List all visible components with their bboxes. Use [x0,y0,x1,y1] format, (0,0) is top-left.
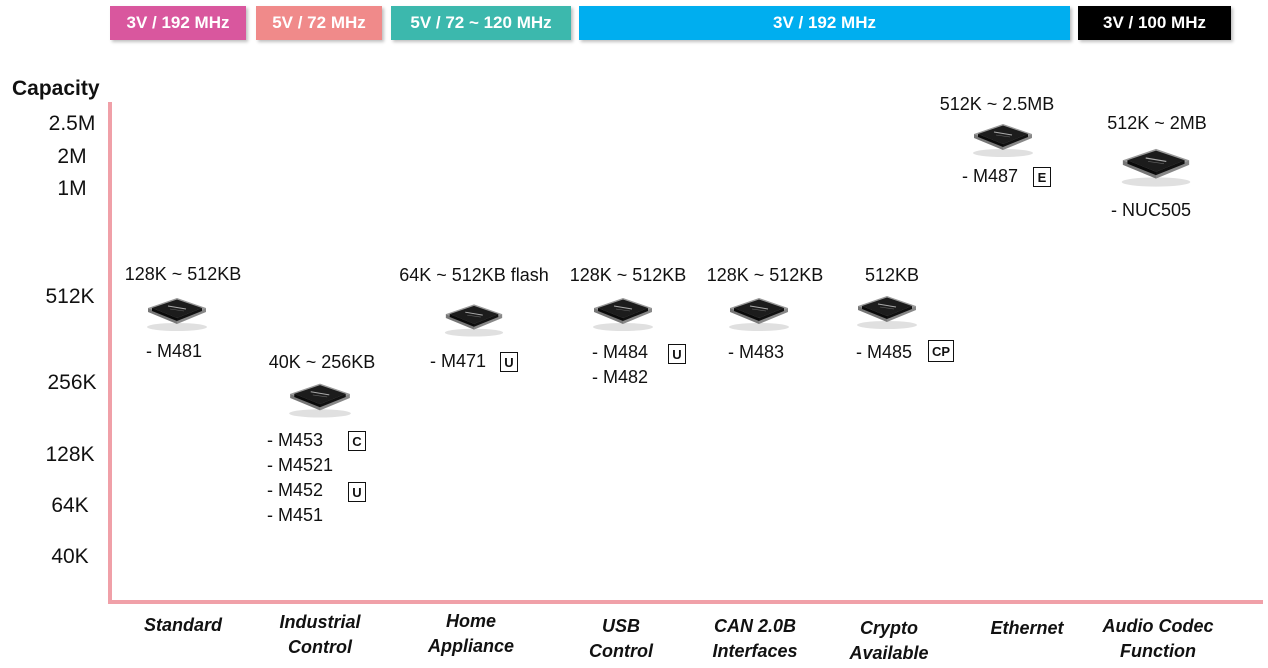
model-label: - M485 [856,342,913,362]
capacity-label: 128K ~ 512KB [706,265,824,285]
axis-tick: 256K [47,371,97,394]
capacity-label: 128K ~ 512KB [124,264,242,284]
model-label: - M452 [267,480,324,500]
category-ethernet: Ethernet [990,618,1064,638]
category-standard: Standard [143,615,222,635]
chip-icon [972,123,1034,158]
category-audio: Audio Codec Function [1102,616,1214,661]
band-industrial-voltage: 5V / 72 MHz [256,6,382,40]
chip-icon [146,297,208,332]
badge-u: U [500,352,518,372]
x-axis-line [108,600,1263,604]
chip-icon [856,295,918,330]
y-axis-line [108,102,112,604]
model-label: - M481 [146,341,203,361]
model-label: - M4521 [267,455,334,475]
category-crypto: Crypto Available [849,618,929,663]
capacity-label: 512K ~ 2MB [1107,113,1207,133]
badge-u: U [668,344,686,364]
model-label: - M484 [592,342,649,362]
axis-title: Capacity [12,77,100,100]
axis-tick: 40K [51,545,89,568]
axis-tick: 64K [51,494,89,517]
category-industrial: Industrial Control [279,612,361,657]
badge-c: C [348,431,366,451]
capacity-label: 512KB [864,265,920,285]
model-label: - NUC505 [1111,200,1192,220]
category-usb: USB Control [589,616,653,661]
badge-u: U [348,482,366,502]
chip-icon [728,297,790,332]
axis-tick: 2M [57,145,87,168]
model-label: - M483 [728,342,785,362]
badge-cp: CP [928,340,954,362]
capacity-label: 128K ~ 512KB [569,265,687,285]
chip-icon [288,383,352,419]
band-home-voltage: 5V / 72 ~ 120 MHz [391,6,571,40]
category-can: CAN 2.0B Interfaces [712,616,798,661]
band-main-voltage: 3V / 192 MHz [579,6,1070,40]
capacity-label: 512K ~ 2.5MB [939,94,1055,114]
model-label: - M482 [592,367,649,387]
band-standard-voltage: 3V / 192 MHz [110,6,246,40]
model-label: - M451 [267,505,324,525]
model-label: - M471 [430,351,487,371]
chip-icon [592,297,654,332]
axis-tick: 512K [45,285,95,308]
axis-tick: 2.5M [48,112,96,135]
badge-e: E [1033,167,1051,187]
chip-icon [1121,148,1191,188]
axis-tick: 1M [57,177,87,200]
category-home: Home Appliance [427,611,515,656]
capacity-label: 40K ~ 256KB [268,352,376,372]
model-label: - M487 [962,166,1019,186]
axis-tick: 128K [45,443,95,466]
capacity-label: 64K ~ 512KB flash [399,265,549,285]
chip-icon [444,303,504,337]
band-audio-voltage: 3V / 100 MHz [1078,6,1231,40]
model-label: - M453 [267,430,324,450]
